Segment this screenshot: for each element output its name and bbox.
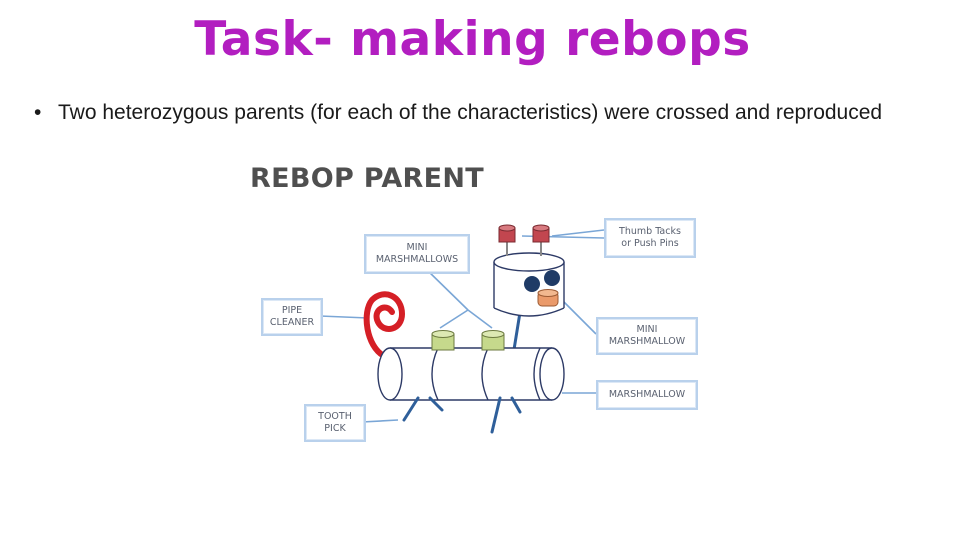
leader-mini-marshmallows-branch-a (440, 310, 468, 328)
leader-mini-marshmallow (562, 300, 596, 334)
leg-toothpicks (404, 398, 520, 432)
back-mini-marshmallows (432, 331, 504, 351)
bullet-dot: • (34, 98, 58, 127)
leader-tooth-pick (362, 420, 398, 422)
left-eye (524, 276, 540, 292)
bullet-text: Two heterozygous parents (for each of th… (58, 101, 882, 124)
nose-mini-marshmallow (538, 290, 558, 307)
diagram-title: REBOP PARENT (250, 163, 484, 194)
right-eye (544, 270, 560, 286)
label-marshmallow: MARSHMALLOW (596, 380, 698, 410)
leader-mini-marshmallows (425, 268, 468, 310)
leader-thumb-tacks-a (552, 230, 604, 236)
leader-pipe-cleaner (320, 316, 368, 318)
body-marshmallows (378, 348, 564, 400)
thumb-tacks (499, 225, 549, 256)
bullet-item: •Two heterozygous parents (for each of t… (34, 98, 938, 127)
slide-title: Task- making rebops (0, 12, 945, 67)
leader-mini-marshmallows-branch-b (468, 310, 492, 328)
pipe-cleaner-tail (367, 294, 402, 356)
